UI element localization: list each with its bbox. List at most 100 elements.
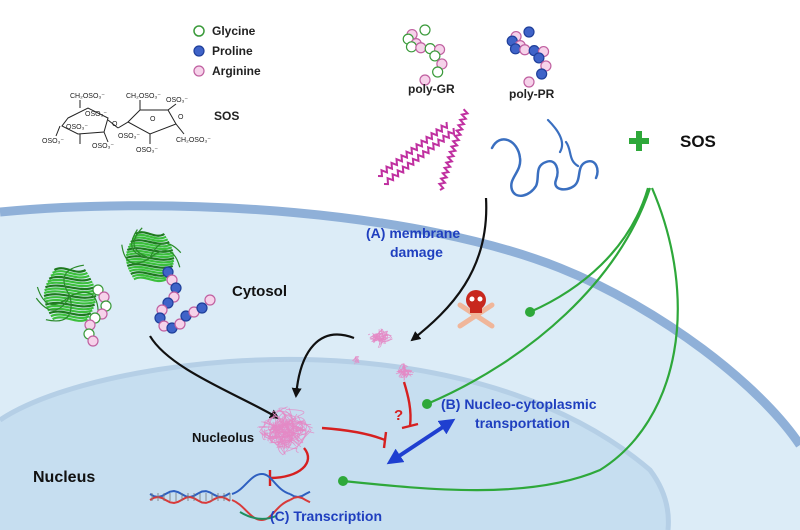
amino-acid-bead <box>98 291 110 303</box>
amino-acid-bead <box>415 42 427 54</box>
plus-icon <box>629 131 649 151</box>
beta-strand <box>48 275 92 282</box>
aggregate-strand <box>286 431 307 452</box>
chaperone-protein-1 <box>35 264 99 322</box>
sos-group-2: OSO₃⁻ <box>85 111 107 118</box>
beta-strand <box>52 316 88 322</box>
aggregate-strand <box>401 373 413 376</box>
aggregate-strand <box>268 420 303 431</box>
dna-strand-left-b <box>149 495 231 505</box>
legend: Glycine Proline Arginine <box>193 24 261 78</box>
aggregate-strand <box>403 369 413 378</box>
beta-strand <box>46 304 94 311</box>
label-nucleo-cytoplasmic-2: transportation <box>475 415 570 431</box>
inhibit-nucleolus-to-transport <box>321 426 386 442</box>
poly-pr-fiber <box>490 138 599 198</box>
sos-group-7: O <box>150 116 156 123</box>
aggregate-strand <box>264 429 267 439</box>
amino-acid-bead <box>432 66 444 78</box>
amino-acid-bead <box>196 302 208 314</box>
label-membrane-damage-2: damage <box>390 244 443 260</box>
aggregate-strand <box>277 419 305 456</box>
dna-transcription-bubble <box>149 472 311 522</box>
loop <box>149 242 182 259</box>
label-nucleo-cytoplasmic-1: (B) Nucleo-cytoplasmic <box>441 396 597 412</box>
aggregate-strand <box>354 357 359 365</box>
sos-target-transport <box>422 399 432 409</box>
loop <box>36 286 71 306</box>
amino-acid-bead <box>92 284 104 296</box>
arrow-complex-to-nucleolus <box>149 335 280 420</box>
aggregate-strand <box>352 358 357 362</box>
beta-strand <box>47 278 93 285</box>
amino-acid-bead <box>519 44 531 56</box>
aggregate-strand <box>400 368 409 373</box>
dna-open-top <box>231 472 291 495</box>
amino-acid-bead <box>523 26 535 38</box>
loop <box>149 250 181 268</box>
beta-strand <box>126 249 174 256</box>
loop <box>35 295 71 311</box>
aggregate-strand <box>269 416 287 444</box>
beta-strand <box>44 299 96 305</box>
aggregate-strand <box>356 359 359 363</box>
beta-strand <box>52 270 88 276</box>
poly-pr-chain <box>506 26 552 88</box>
sos-group-13: CH₂OSO₃⁻ <box>176 137 211 144</box>
sos-line-transport <box>426 187 652 406</box>
sos-target-membrane <box>525 307 535 317</box>
cytosolic-aggregates <box>352 328 414 381</box>
amino-acid-bead <box>405 41 418 53</box>
beta-strand <box>128 241 172 248</box>
sos-group-12: OSO₃⁻ <box>118 133 140 140</box>
amino-acid-bead <box>419 24 431 36</box>
sos-agent-label: SOS <box>680 132 716 151</box>
arginine-legend-bead <box>193 65 205 77</box>
legend-glycine: Glycine <box>212 24 256 38</box>
aggregate-strand <box>274 436 292 442</box>
poly-pr-fiber-2 <box>546 118 580 168</box>
bound-dipeptide-chains <box>83 266 216 347</box>
legend-proline: Proline <box>212 44 253 58</box>
sos-group-9: OSO₃⁻ <box>166 97 188 104</box>
gr-fiber-strand <box>377 121 449 178</box>
amino-acid-bead <box>533 52 545 64</box>
aggregate-strand <box>402 363 409 368</box>
aggregate-strand <box>380 337 385 340</box>
sos-line-membrane <box>529 187 650 314</box>
sos-group-5: OSO₃⁻ <box>92 143 114 150</box>
amino-acid-bead <box>87 335 99 347</box>
label-nucleolus: Nucleolus <box>192 430 254 445</box>
sos-group-8: CH₂OSO₃⁻ <box>126 93 161 100</box>
aggregate-strand <box>276 426 286 445</box>
aggregate-strand <box>292 418 307 430</box>
nuclear-envelope <box>0 356 671 530</box>
skull-crossbones-icon <box>457 290 495 329</box>
mrna-strand <box>239 511 277 520</box>
label-membrane-damage-1: (A) membrane <box>366 225 460 241</box>
aggregate-strand <box>397 365 407 372</box>
arrow-cytosol-to-nucleolus <box>291 333 355 398</box>
amino-acid-bead <box>174 318 186 330</box>
beta-strand <box>133 276 167 283</box>
beta-strand <box>131 273 169 280</box>
aggregate-strand <box>293 429 310 442</box>
sos-group-1: CH₂OSO₃⁻ <box>70 93 105 100</box>
aggregate-strand <box>373 331 388 340</box>
cell-membrane <box>0 201 800 448</box>
aggregate-strand <box>367 333 371 336</box>
gr-fiber-strand <box>383 127 456 186</box>
sos-group-11: OSO₃⁻ <box>136 147 158 154</box>
label-transcription: (C) Transcription <box>270 508 382 524</box>
nucleus-body <box>0 359 669 530</box>
aggregate-strand <box>279 421 315 434</box>
loop <box>45 295 72 322</box>
poly-gr-fibers <box>377 108 470 191</box>
dna-strand-right-b <box>289 495 311 504</box>
amino-acid-bead <box>523 76 535 88</box>
aggregate-strand <box>279 424 306 448</box>
aggregate-strand <box>401 364 406 370</box>
amino-acid-bead <box>509 43 522 55</box>
